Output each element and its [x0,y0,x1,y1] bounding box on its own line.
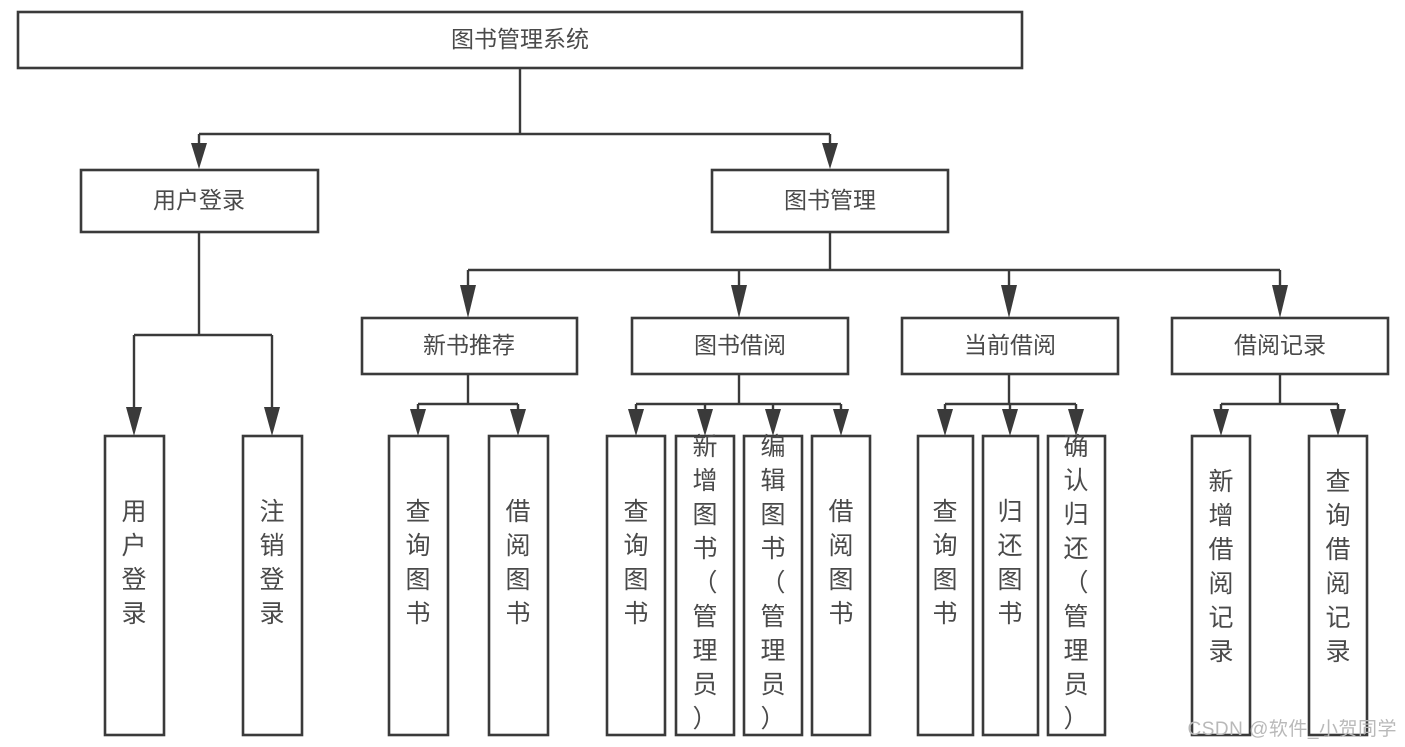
node-root[interactable]: 图书管理系统 [16,10,1024,70]
node-book-manage-label: 图书管理 [784,187,876,213]
leaf-logout-box[interactable] [241,434,304,737]
leaf-logout[interactable]: 注销登录 [241,434,304,737]
node-root-box[interactable] [16,10,1024,70]
node-user-login[interactable]: 用户登录 [79,168,320,234]
leaf-confirm-return[interactable]: 确认归还（管理员） [1046,433,1107,737]
leaf-query-record-box[interactable] [1307,434,1369,737]
arrow-head-leaf-logout [264,407,280,436]
leaf-add-book[interactable]: 新增图书（管理员） [674,433,736,737]
leaf-return-book[interactable]: 归还图书 [981,434,1040,737]
leaf-query-record[interactable]: 查询借阅记录 [1307,434,1369,737]
leaf-borrow-book-1-box[interactable] [487,434,550,737]
leaf-query-book-2-label: 查询图书 [623,498,648,628]
leaf-borrow-book-1[interactable]: 借阅图书 [487,434,550,737]
arrow-head-cb-leaf-1 [937,409,953,436]
arrow-head-borrow-record [1272,285,1288,318]
leaf-edit-book-label: 编辑图书（管理员） [760,433,785,733]
arrow-head-bb-leaf-1 [628,409,644,436]
node-book-manage-box[interactable] [710,168,950,234]
node-new-book-recommend[interactable]: 新书推荐 [360,316,579,376]
arrow-head-nbr-leaf-1 [410,409,426,436]
leaf-add-record-label: 新增借阅记录 [1208,468,1233,666]
leaf-query-book-1[interactable]: 查询图书 [387,434,450,737]
node-user-login-label: 用户登录 [153,187,245,213]
arrow-head-bb-leaf-4 [833,409,849,436]
arrow-head-br-leaf-1 [1213,409,1229,436]
node-book-borrow[interactable]: 图书借阅 [630,316,850,376]
leaf-borrow-book-2-label: 借阅图书 [828,498,853,628]
arrow-head-new-book-recommend [460,285,476,318]
node-borrow-record[interactable]: 借阅记录 [1170,316,1390,376]
node-new-book-recommend-box[interactable] [360,316,579,376]
connectors-layer [126,68,1346,436]
leaf-query-book-3[interactable]: 查询图书 [916,434,975,737]
node-user-login-box[interactable] [79,168,320,234]
node-new-book-recommend-label: 新书推荐 [423,332,515,358]
arrow-head-cb-leaf-2 [1002,409,1018,436]
arrow-head-bb-leaf-2 [697,409,713,436]
node-root-label: 图书管理系统 [451,26,589,52]
leaf-return-book-box[interactable] [981,434,1040,737]
node-book-borrow-label: 图书借阅 [694,332,786,358]
arrow-head-book-manage [822,143,838,169]
leaf-query-book-1-box[interactable] [387,434,450,737]
leaf-return-book-label: 归还图书 [997,498,1022,628]
leaf-user-login-box[interactable] [103,434,166,737]
node-book-manage[interactable]: 图书管理 [710,168,950,234]
node-current-borrow[interactable]: 当前借阅 [900,316,1120,376]
leaf-confirm-return-box[interactable] [1046,434,1107,737]
leaf-add-book-box[interactable] [674,434,736,737]
leaf-query-book-3-label: 查询图书 [932,498,957,628]
arrow-head-current-borrow [1001,285,1017,318]
arrow-head-user-login [191,143,207,169]
arrow-head-nbr-leaf-2 [510,409,526,436]
leaf-borrow-book-2[interactable]: 借阅图书 [810,434,872,737]
leaf-confirm-return-label: 确认归还（管理员） [1063,433,1088,733]
leaf-logout-label: 注销登录 [259,498,284,628]
leaf-user-login[interactable]: 用户登录 [103,434,166,737]
arrow-head-cb-leaf-3 [1068,409,1084,436]
leaf-add-record[interactable]: 新增借阅记录 [1190,434,1252,737]
arrow-head-book-borrow [731,285,747,318]
arrow-head-bb-leaf-3 [765,409,781,436]
leaf-edit-book-box[interactable] [742,434,804,737]
leaf-user-login-label: 用户登录 [121,498,146,628]
leaf-add-book-label: 新增图书（管理员） [692,433,717,733]
leaf-edit-book[interactable]: 编辑图书（管理员） [742,433,804,737]
node-current-borrow-label: 当前借阅 [964,332,1056,358]
node-book-borrow-box[interactable] [630,316,850,376]
leaf-query-record-label: 查询借阅记录 [1325,468,1350,666]
node-borrow-record-label: 借阅记录 [1234,332,1326,358]
leaf-query-book-3-box[interactable] [916,434,975,737]
arrow-head-br-leaf-2 [1330,409,1346,436]
leaf-borrow-book-1-label: 借阅图书 [505,498,530,628]
leaf-query-book-1-label: 查询图书 [405,498,430,628]
leaf-add-record-box[interactable] [1190,434,1252,737]
leaf-borrow-book-2-box[interactable] [810,434,872,737]
leaf-query-book-2[interactable]: 查询图书 [605,434,667,737]
leaf-query-book-2-box[interactable] [605,434,667,737]
arrow-head-leaf-user-login [126,407,142,436]
node-current-borrow-box[interactable] [900,316,1120,376]
node-borrow-record-box[interactable] [1170,316,1390,376]
